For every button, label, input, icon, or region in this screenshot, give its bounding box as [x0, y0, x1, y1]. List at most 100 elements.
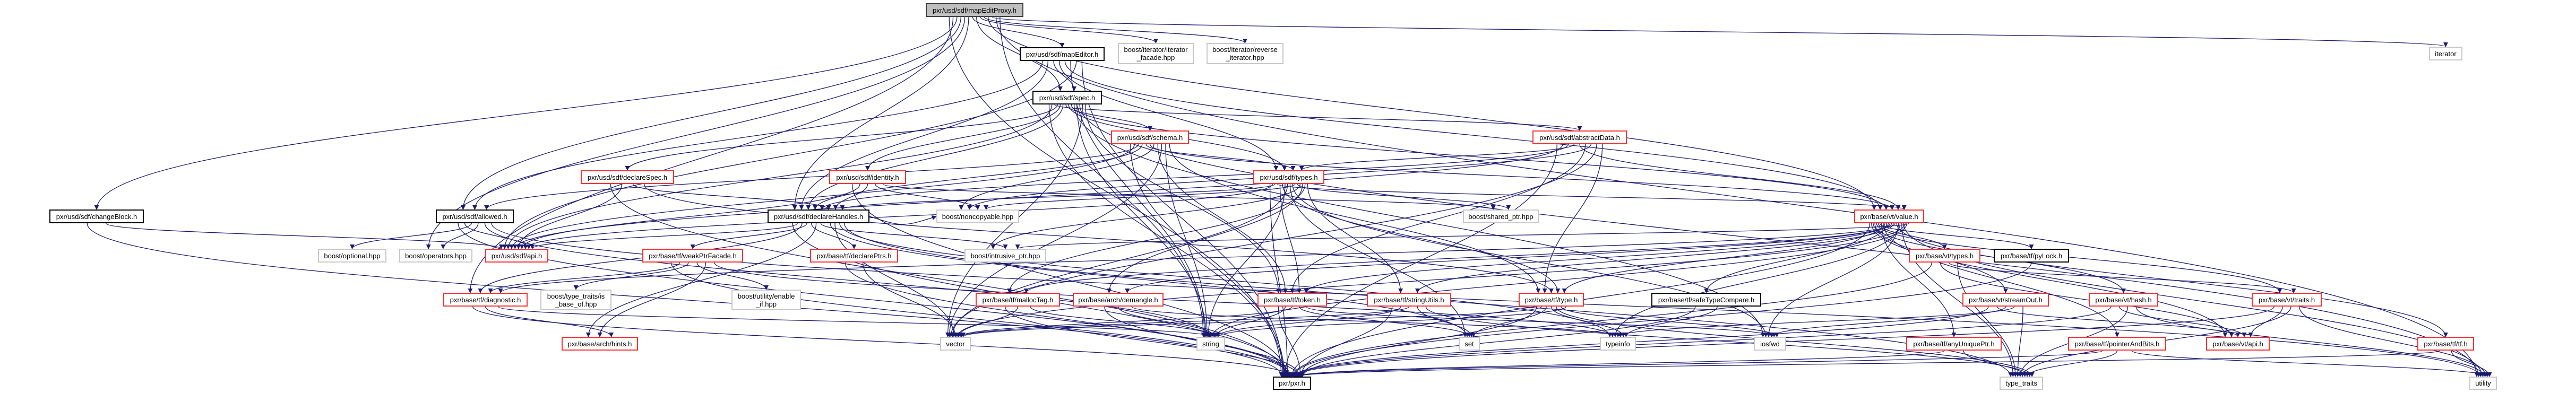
node-vt-types[interactable]: pxr/base/vt/types.h	[1909, 249, 1980, 263]
node-spec[interactable]: pxr/usd/sdf/spec.h	[1032, 91, 1102, 104]
node-intrusive-ptr: boost/intrusive_ptr.hpp	[964, 249, 1046, 263]
edge-tfType-to-typeTraits	[1556, 306, 2035, 377]
edge-sdfTypes-to-noncopyable	[984, 184, 1296, 210]
edge-token-to-iosfwd	[1306, 306, 1777, 337]
node-string-utils[interactable]: pxr/base/tf/stringUtils.h	[1367, 293, 1451, 307]
node-abstract-data[interactable]: pxr/usd/sdf/abstractData.h	[1532, 130, 1627, 144]
edge-tfH-to-pxr	[1296, 350, 2441, 377]
edge-spec-to-sdfApi	[505, 104, 1053, 249]
node-traits[interactable]: pxr/base/vt/traits.h	[2252, 293, 2322, 307]
node-iter-facade: boost/iterator/iterator _facade.hpp	[1118, 43, 1194, 64]
edge-value-to-typeinfo	[1613, 223, 1901, 337]
node-shared-ptr: boost/shared_ptr.hpp	[1463, 209, 1539, 223]
node-schema[interactable]: pxr/usd/sdf/schema.h	[1111, 130, 1189, 144]
edge-abstractData-to-sdfTypes	[1299, 144, 1574, 171]
node-noncopyable: boost/noncopyable.hpp	[936, 209, 1019, 223]
edge-mapEditProxy-to-allowed	[460, 16, 961, 210]
edge-mapEditProxy-to-iterator	[992, 16, 2448, 47]
edge-diagnostic-to-string	[497, 306, 1213, 337]
edge-declareHandles-to-declarePtrs	[811, 223, 857, 249]
node-diagnostic[interactable]: pxr/base/tf/diagnostic.h	[443, 293, 528, 307]
edge-pointerAndBits-to-pxr	[1295, 350, 2103, 377]
node-set: set	[1459, 337, 1480, 351]
edge-schema-to-string	[1165, 144, 1210, 337]
edge-declareHandles-to-diagnostic	[478, 223, 803, 293]
edge-tfType-to-iosfwd	[1561, 306, 1779, 337]
edge-identity-to-sharedPtr	[882, 184, 1496, 210]
edge-declareHandles-to-weakPtrFacade	[690, 223, 807, 249]
edge-value-to-diagnostic	[498, 223, 1896, 293]
node-sdf-api[interactable]: pxr/usd/sdf/api.h	[485, 249, 548, 263]
node-safe-type-compare[interactable]: pxr/base/tf/safeTypeCompare.h	[1651, 293, 1761, 307]
node-utility: utility	[2469, 377, 2497, 390]
node-enable-if: boost/utility/enable _if.hpp	[731, 290, 801, 310]
node-declare-ptrs[interactable]: pxr/base/tf/declarePtrs.h	[810, 249, 898, 263]
node-stream-out[interactable]: pxr/base/vt/streamOut.h	[1962, 293, 2049, 307]
edge-allowed-to-string	[484, 223, 1212, 337]
edge-declarePtrs-to-vector	[862, 262, 958, 337]
node-value[interactable]: pxr/base/vt/value.h	[1854, 209, 1924, 223]
edge-sdfTypes-to-mallocTag	[1007, 184, 1306, 293]
edge-allowed-to-optional	[350, 223, 472, 249]
edge-weakPtrFacade-to-hints	[597, 262, 707, 337]
node-change-block[interactable]: pxr/usd/sdf/changeBlock.h	[49, 209, 144, 223]
node-tf-type[interactable]: pxr/base/tf/type.h	[1519, 293, 1584, 307]
edge-mapEditProxy-to-mapEditor	[972, 16, 1065, 48]
edge-declareSpec-to-sdfApi	[516, 184, 623, 249]
node-typeinfo: typeinfo	[1600, 337, 1636, 351]
edge-demangle-to-string	[1117, 306, 1217, 337]
node-tf-h[interactable]: pxr/base/tf/tf.h	[2417, 337, 2474, 351]
node-any-unique-ptr[interactable]: pxr/base/tf/anyUniquePtr.h	[1906, 337, 2002, 351]
node-pointer-and-bits[interactable]: pxr/base/tf/pointerAndBits.h	[2068, 337, 2166, 351]
edge-stringUtils-to-vector	[959, 306, 1410, 337]
edge-token-to-pxr	[1278, 306, 1303, 377]
edge-value-to-safeTypeCompare	[1704, 223, 1887, 293]
edge-schema-to-declareHandles	[813, 144, 1143, 210]
edge-safeTypeCompare-to-pxr	[1300, 306, 1696, 377]
edge-changeBlock-to-sdfApi	[106, 223, 504, 249]
node-py-lock[interactable]: pxr/base/tf/pyLock.h	[1994, 249, 2069, 263]
node-weak-ptr-facade[interactable]: pxr/base/tf/weakPtrFacade.h	[642, 249, 743, 263]
node-map-editor[interactable]: pxr/usd/sdf/mapEditor.h	[1020, 47, 1105, 61]
edge-mapEditor-to-spec	[1053, 60, 1077, 91]
node-sdf-types[interactable]: pxr/usd/sdf/types.h	[1253, 170, 1324, 184]
edge-stringUtils-to-set	[1417, 306, 1474, 337]
edge-hash-to-pxr	[1293, 306, 2112, 377]
edge-sdfTypes-to-string	[1205, 184, 1286, 337]
node-demangle[interactable]: pxr/base/arch/demangle.h	[1073, 293, 1164, 307]
edge-anyUniquePtr-to-typeTraits	[1963, 350, 2028, 377]
edge-value-to-demangle	[1125, 223, 1891, 293]
node-hints[interactable]: pxr/base/arch/hints.h	[562, 337, 638, 351]
edge-mapEditProxy-to-operators	[426, 16, 966, 249]
edge-identity-to-sdfApi	[519, 184, 860, 249]
edge-sdfTypes-to-demangle	[1106, 184, 1303, 293]
edge-spec-to-token	[1084, 104, 1281, 293]
node-declare-spec[interactable]: pxr/usd/sdf/declareSpec.h	[581, 170, 674, 184]
edge-value-to-iosfwd	[1766, 223, 1899, 337]
node-declare-handles[interactable]: pxr/usd/sdf/declareHandles.h	[768, 209, 869, 223]
node-malloc-tag[interactable]: pxr/base/tf/mallocTag.h	[976, 293, 1060, 307]
edge-hash-to-utility	[2135, 306, 2487, 377]
edge-sdfTypes-to-iosfwd	[1292, 184, 1769, 337]
node-identity[interactable]: pxr/usd/sdf/identity.h	[829, 170, 906, 184]
edge-spec-to-abstractData	[1054, 104, 1582, 131]
node-type-traits: type_traits	[2000, 377, 2043, 390]
edge-vtTypes-to-traits	[1948, 262, 2296, 293]
edge-tfType-to-set	[1471, 306, 1547, 337]
edge-vtTypes-to-typeTraits	[1957, 262, 2018, 377]
edge-tfH-to-utility	[2451, 350, 2492, 377]
node-vt-api[interactable]: pxr/base/vt/api.h	[2206, 337, 2270, 351]
edge-diagnostic-to-hints	[485, 306, 614, 337]
edge-identity-to-pxr	[851, 184, 1289, 377]
edge-sdfTypes-to-tfType	[1282, 184, 1561, 293]
node-pxr[interactable]: pxr/pxr.h	[1273, 377, 1311, 390]
node-allowed[interactable]: pxr/usd/sdf/allowed.h	[436, 209, 514, 223]
edge-identity-to-declareHandles	[833, 184, 868, 210]
edge-spec-to-declareHandles	[806, 104, 1064, 210]
edge-sdfTypes-to-declareHandles	[840, 184, 1276, 210]
edge-spec-to-schema	[1065, 104, 1152, 131]
node-hash[interactable]: pxr/base/vt/hash.h	[2089, 293, 2158, 307]
node-token[interactable]: pxr/base/tf/token.h	[1257, 293, 1327, 307]
edge-declareHandles-to-hints	[585, 223, 817, 337]
